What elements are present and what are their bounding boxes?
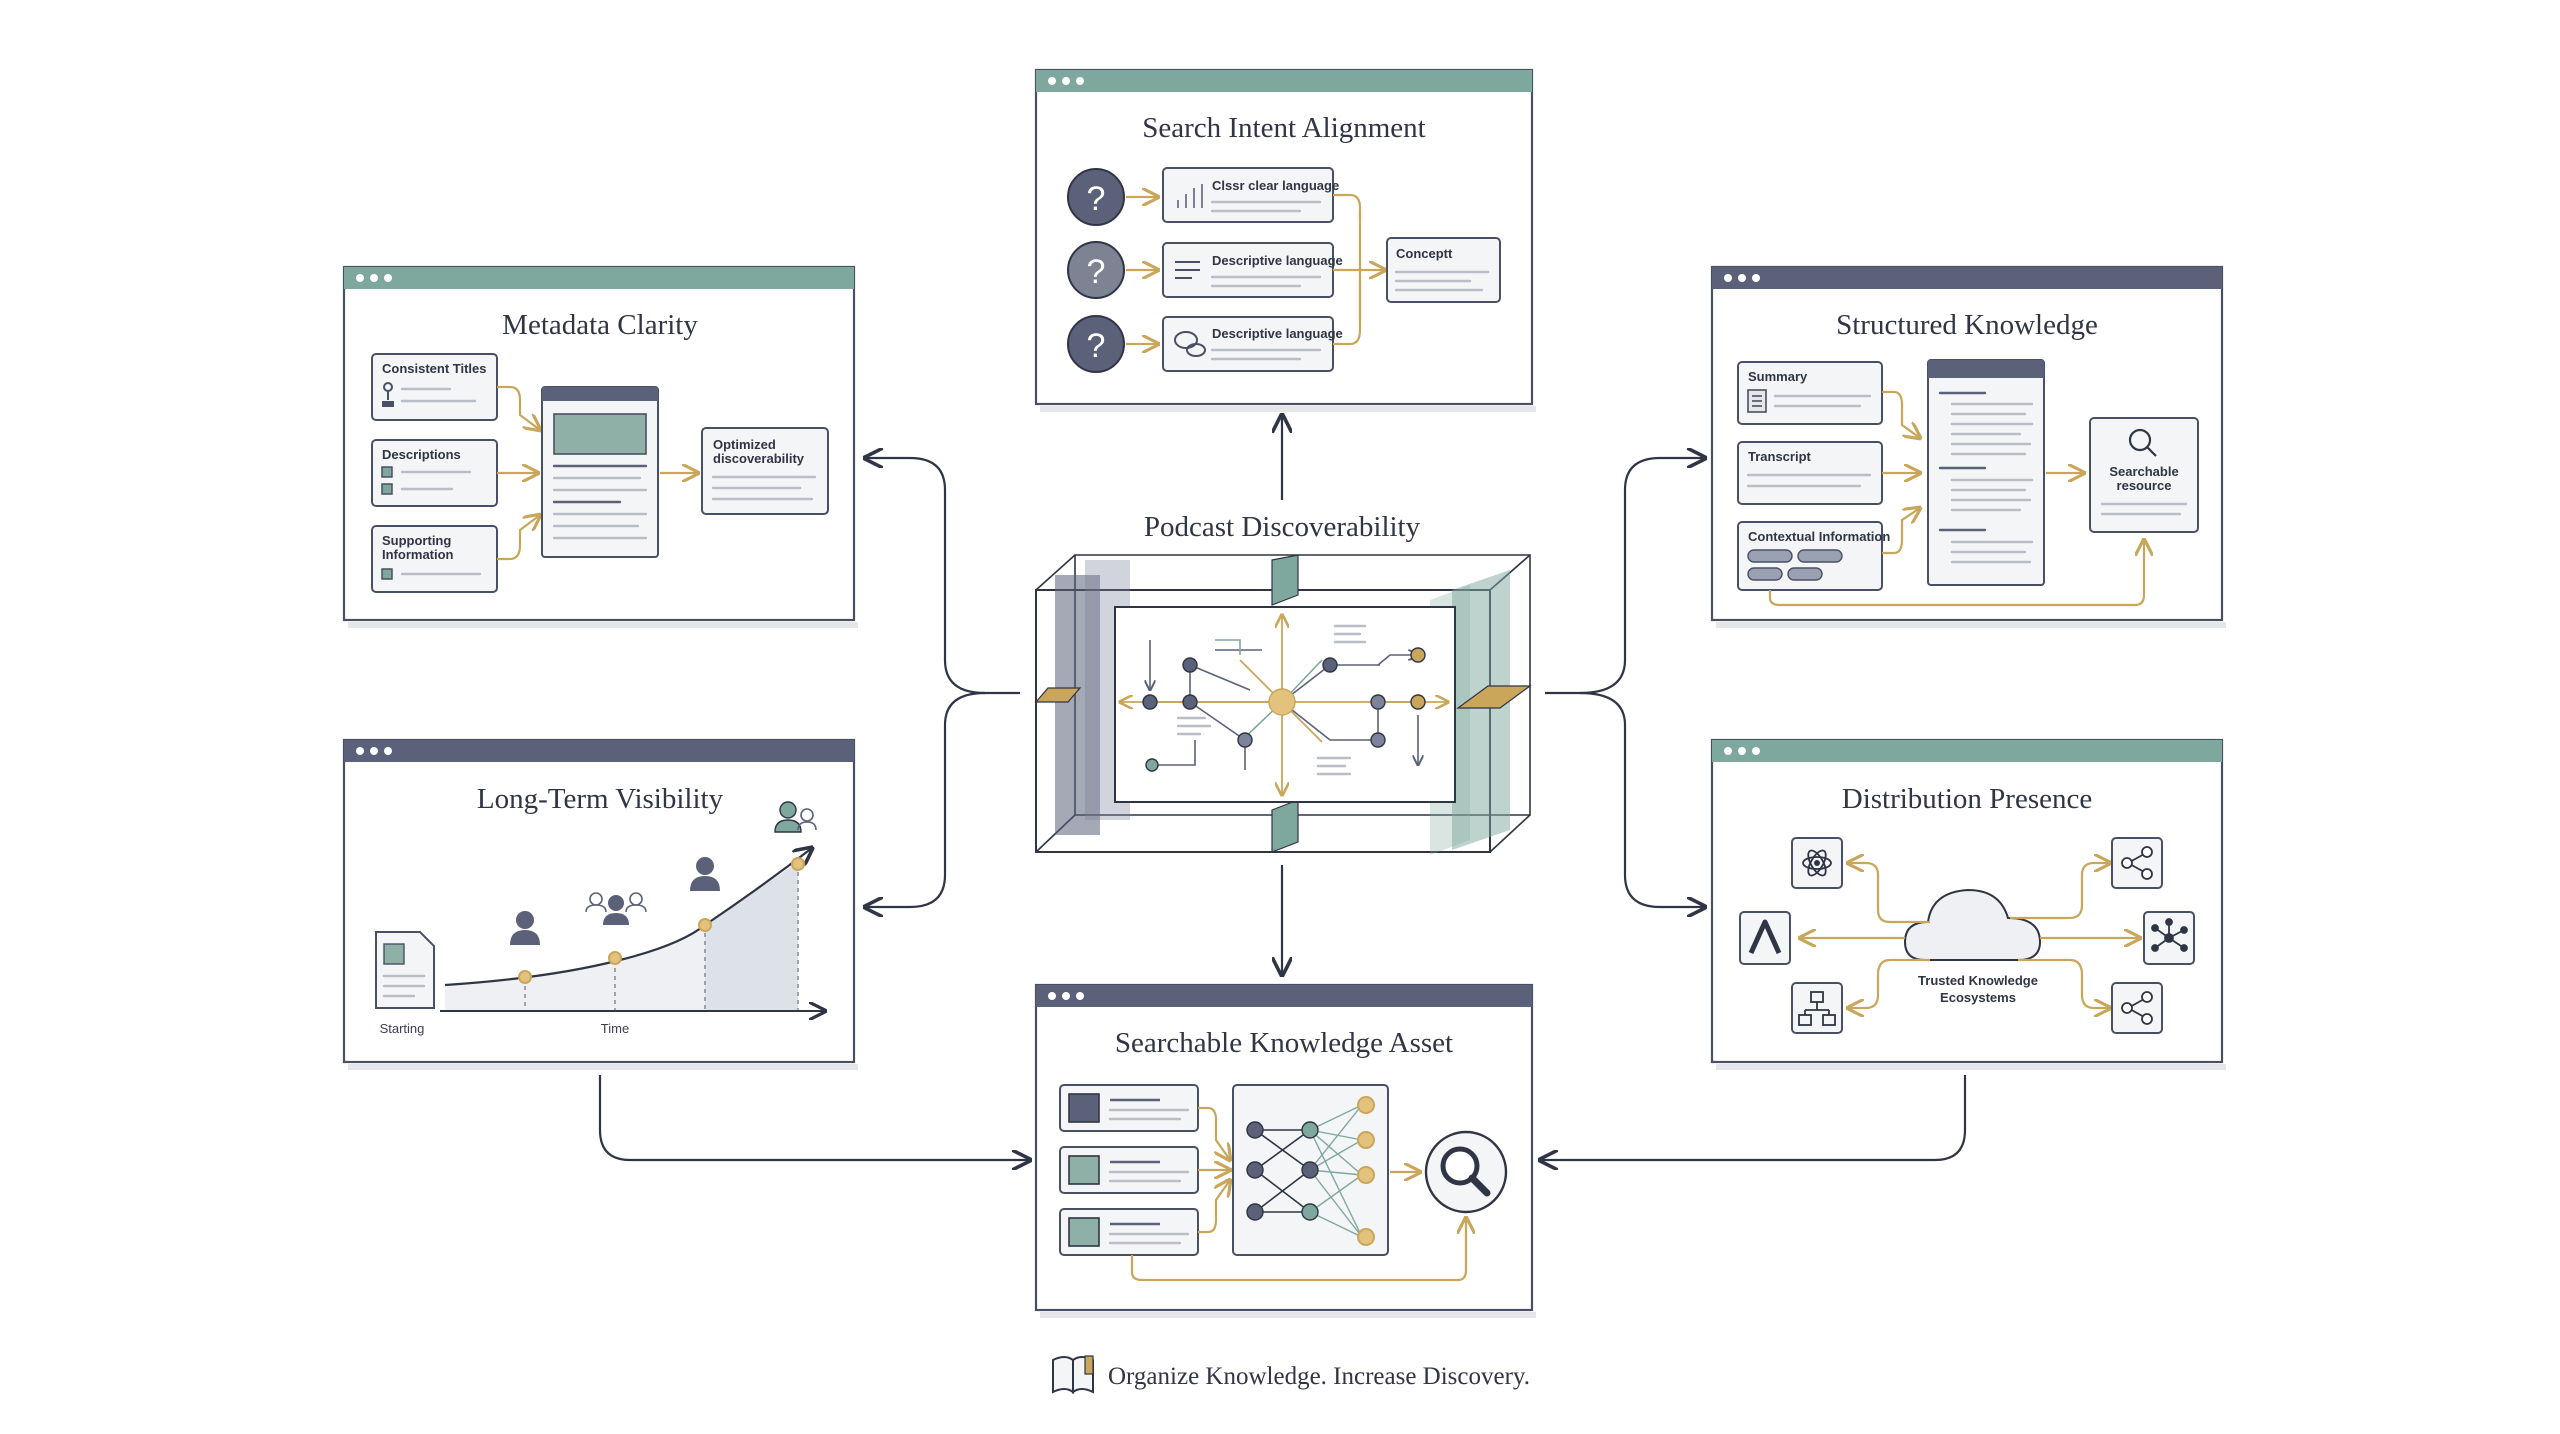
person-icon: [690, 857, 720, 891]
search-intent-item-2: Descriptive language: [1212, 253, 1343, 268]
panel-distribution: Distribution Presence Trusted Knowledge …: [1710, 738, 2226, 1070]
arrow-distribution-to-asset: [1540, 1075, 1967, 1160]
checkbox-icon: [381, 483, 393, 495]
network-icon: [2143, 911, 2195, 965]
letter-a-icon: [1739, 911, 1791, 965]
arrow-to-long-term: [865, 691, 986, 907]
document-icon: [1747, 389, 1767, 413]
arrow-to-distribution: [1579, 691, 1705, 907]
panel-structured: Structured Knowledge Summary Transcript …: [1710, 265, 2226, 628]
panel-search-intent: Search Intent Alignment ? ? ? Clssr clea…: [1034, 68, 1536, 412]
footer-tagline: Organize Knowledge. Increase Discovery.: [1108, 1363, 1530, 1390]
document-icon: [375, 931, 435, 1009]
text-lines-icon: [1175, 261, 1200, 279]
arrow-to-structured: [1545, 458, 1705, 695]
checkbox-icon: [381, 466, 393, 478]
panel-metadata: Metadata Clarity Consistent Titles Descr…: [342, 265, 858, 628]
connectors: [598, 415, 1967, 1160]
structured-item-3: Contextual Information: [1748, 529, 1890, 544]
group-icon: [585, 892, 647, 925]
distribution-hub-2: Ecosystems: [1940, 990, 2016, 1005]
footer: Organize Knowledge. Increase Discovery.: [1052, 1355, 1530, 1394]
metadata-title: Metadata Clarity: [502, 309, 698, 341]
center-title: Podcast Discoverability: [1144, 511, 1421, 543]
arrow-to-metadata: [865, 458, 1020, 695]
cloud-icon: [1903, 888, 2042, 961]
share-icon: [2111, 982, 2163, 1034]
atom-icon: [1791, 837, 1843, 889]
long-term-title: Long-Term Visibility: [477, 783, 724, 815]
structured-item-2: Transcript: [1748, 449, 1812, 464]
svg-text:?: ?: [1087, 327, 1106, 365]
search-intent-item-3: Descriptive language: [1212, 326, 1343, 341]
structured-result-2: resource: [2117, 478, 2172, 493]
search-intent-result: Conceptt: [1396, 246, 1453, 261]
search-intent-title: Search Intent Alignment: [1142, 112, 1426, 144]
metadata-item-1: Consistent Titles: [382, 361, 487, 376]
book-icon: [1052, 1355, 1094, 1394]
center-block: Podcast Discoverability: [1034, 511, 1532, 855]
search-intent-item-1: Clssr clear language: [1212, 178, 1339, 193]
team-icon: [774, 801, 817, 833]
bar-chart-icon: [1177, 184, 1203, 208]
checkbox-icon: [381, 568, 393, 580]
asset-title: Searchable Knowledge Asset: [1115, 1027, 1453, 1059]
person-icon: [510, 911, 540, 945]
svg-text:?: ?: [1087, 253, 1106, 291]
magnifier-icon: [2128, 428, 2157, 457]
distribution-hub-1: Trusted Knowledge: [1918, 973, 2038, 988]
pin-icon: [382, 382, 394, 407]
long-term-x-label: Time: [601, 1021, 629, 1036]
metadata-item-3a: Supporting: [382, 533, 451, 548]
question-icons: ? ? ?: [1067, 168, 1125, 373]
search-icon: [1424, 1130, 1508, 1214]
svg-text:?: ?: [1087, 180, 1106, 218]
long-term-start: Starting: [380, 1021, 425, 1036]
chat-bubble-icon: [1174, 331, 1206, 357]
structured-item-1: Summary: [1748, 369, 1808, 384]
knowledge-graph: [1246, 1096, 1375, 1246]
metadata-item-2: Descriptions: [382, 447, 461, 462]
metadata-result-1: Optimized: [713, 437, 776, 452]
panel-asset: Searchable Knowledge Asset: [1034, 983, 1536, 1318]
metadata-result-2: discoverability: [713, 451, 805, 466]
panel-long-term: Long-Term Visibility: [342, 738, 858, 1070]
structured-result-1: Searchable: [2109, 464, 2178, 479]
tag-pills: [1747, 549, 1843, 581]
distribution-title: Distribution Presence: [1842, 783, 2092, 815]
share-icon: [2111, 837, 2163, 889]
org-chart-icon: [1791, 982, 1843, 1034]
metadata-item-3b: Information: [382, 547, 454, 562]
arrow-longterm-to-asset: [598, 1075, 1030, 1160]
structured-title: Structured Knowledge: [1836, 309, 2098, 341]
